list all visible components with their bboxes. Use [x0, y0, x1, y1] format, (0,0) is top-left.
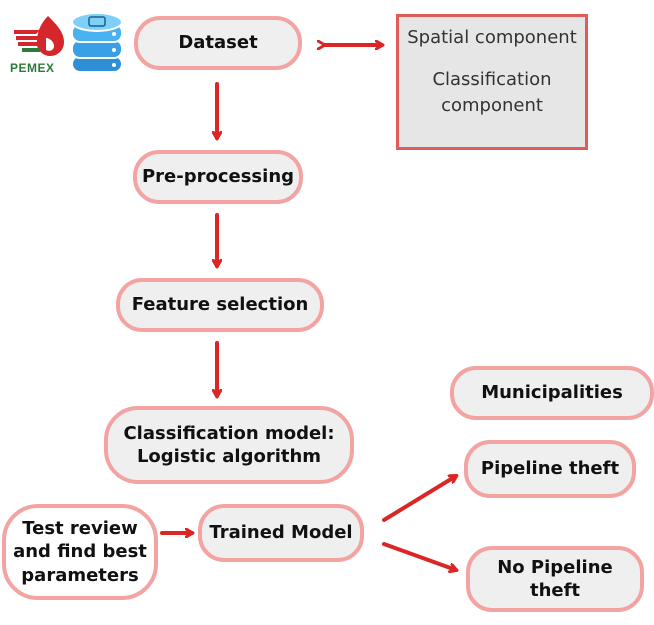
node-dataset-label: Dataset	[178, 32, 258, 54]
node-preprocessing: Pre-processing	[133, 150, 303, 204]
arrow-trained-nopipeline	[382, 542, 456, 570]
classification-component-line1: Classification	[432, 69, 552, 91]
components-box: Spatial component Classification compone…	[396, 14, 588, 150]
node-dataset: Dataset	[134, 16, 302, 70]
database-logo	[70, 10, 124, 76]
node-pipeline-theft-label: Pipeline theft	[480, 458, 620, 480]
node-no-pipeline-theft: No Pipeline theft	[466, 546, 644, 612]
node-classification-model: Classification model: Logistic algorithm	[104, 406, 354, 484]
node-no-pipeline-theft-label: No Pipeline theft	[497, 556, 613, 601]
node-trained-model-label: Trained Model	[209, 522, 353, 544]
node-classification-line2: Logistic algorithm	[136, 446, 322, 467]
node-pipeline-theft: Pipeline theft	[464, 440, 636, 498]
arrow-trained-pipeline	[382, 476, 456, 522]
classification-component-line2: component	[441, 95, 543, 117]
pemex-logo: PEMEX	[10, 14, 68, 75]
pemex-eagle-icon	[14, 16, 64, 56]
node-test-line1: Test review	[22, 517, 138, 539]
database-icon	[71, 12, 123, 73]
node-trained-model: Trained Model	[198, 504, 364, 562]
node-municipalities: Municipalities	[450, 366, 654, 420]
node-test-line3: parameters	[21, 564, 139, 586]
node-test-review: Test review and find best parameters	[2, 504, 158, 600]
spatial-component-label: Spatial component	[407, 27, 577, 48]
pemex-label: PEMEX	[10, 61, 55, 75]
node-classification-line1: Classification model:	[123, 422, 335, 444]
node-test-line2: and find best	[13, 541, 147, 563]
node-preprocessing-label: Pre-processing	[141, 166, 295, 188]
node-feature-selection: Feature selection	[116, 278, 324, 332]
node-feature-selection-label: Feature selection	[131, 294, 309, 316]
node-municipalities-label: Municipalities	[481, 382, 623, 404]
